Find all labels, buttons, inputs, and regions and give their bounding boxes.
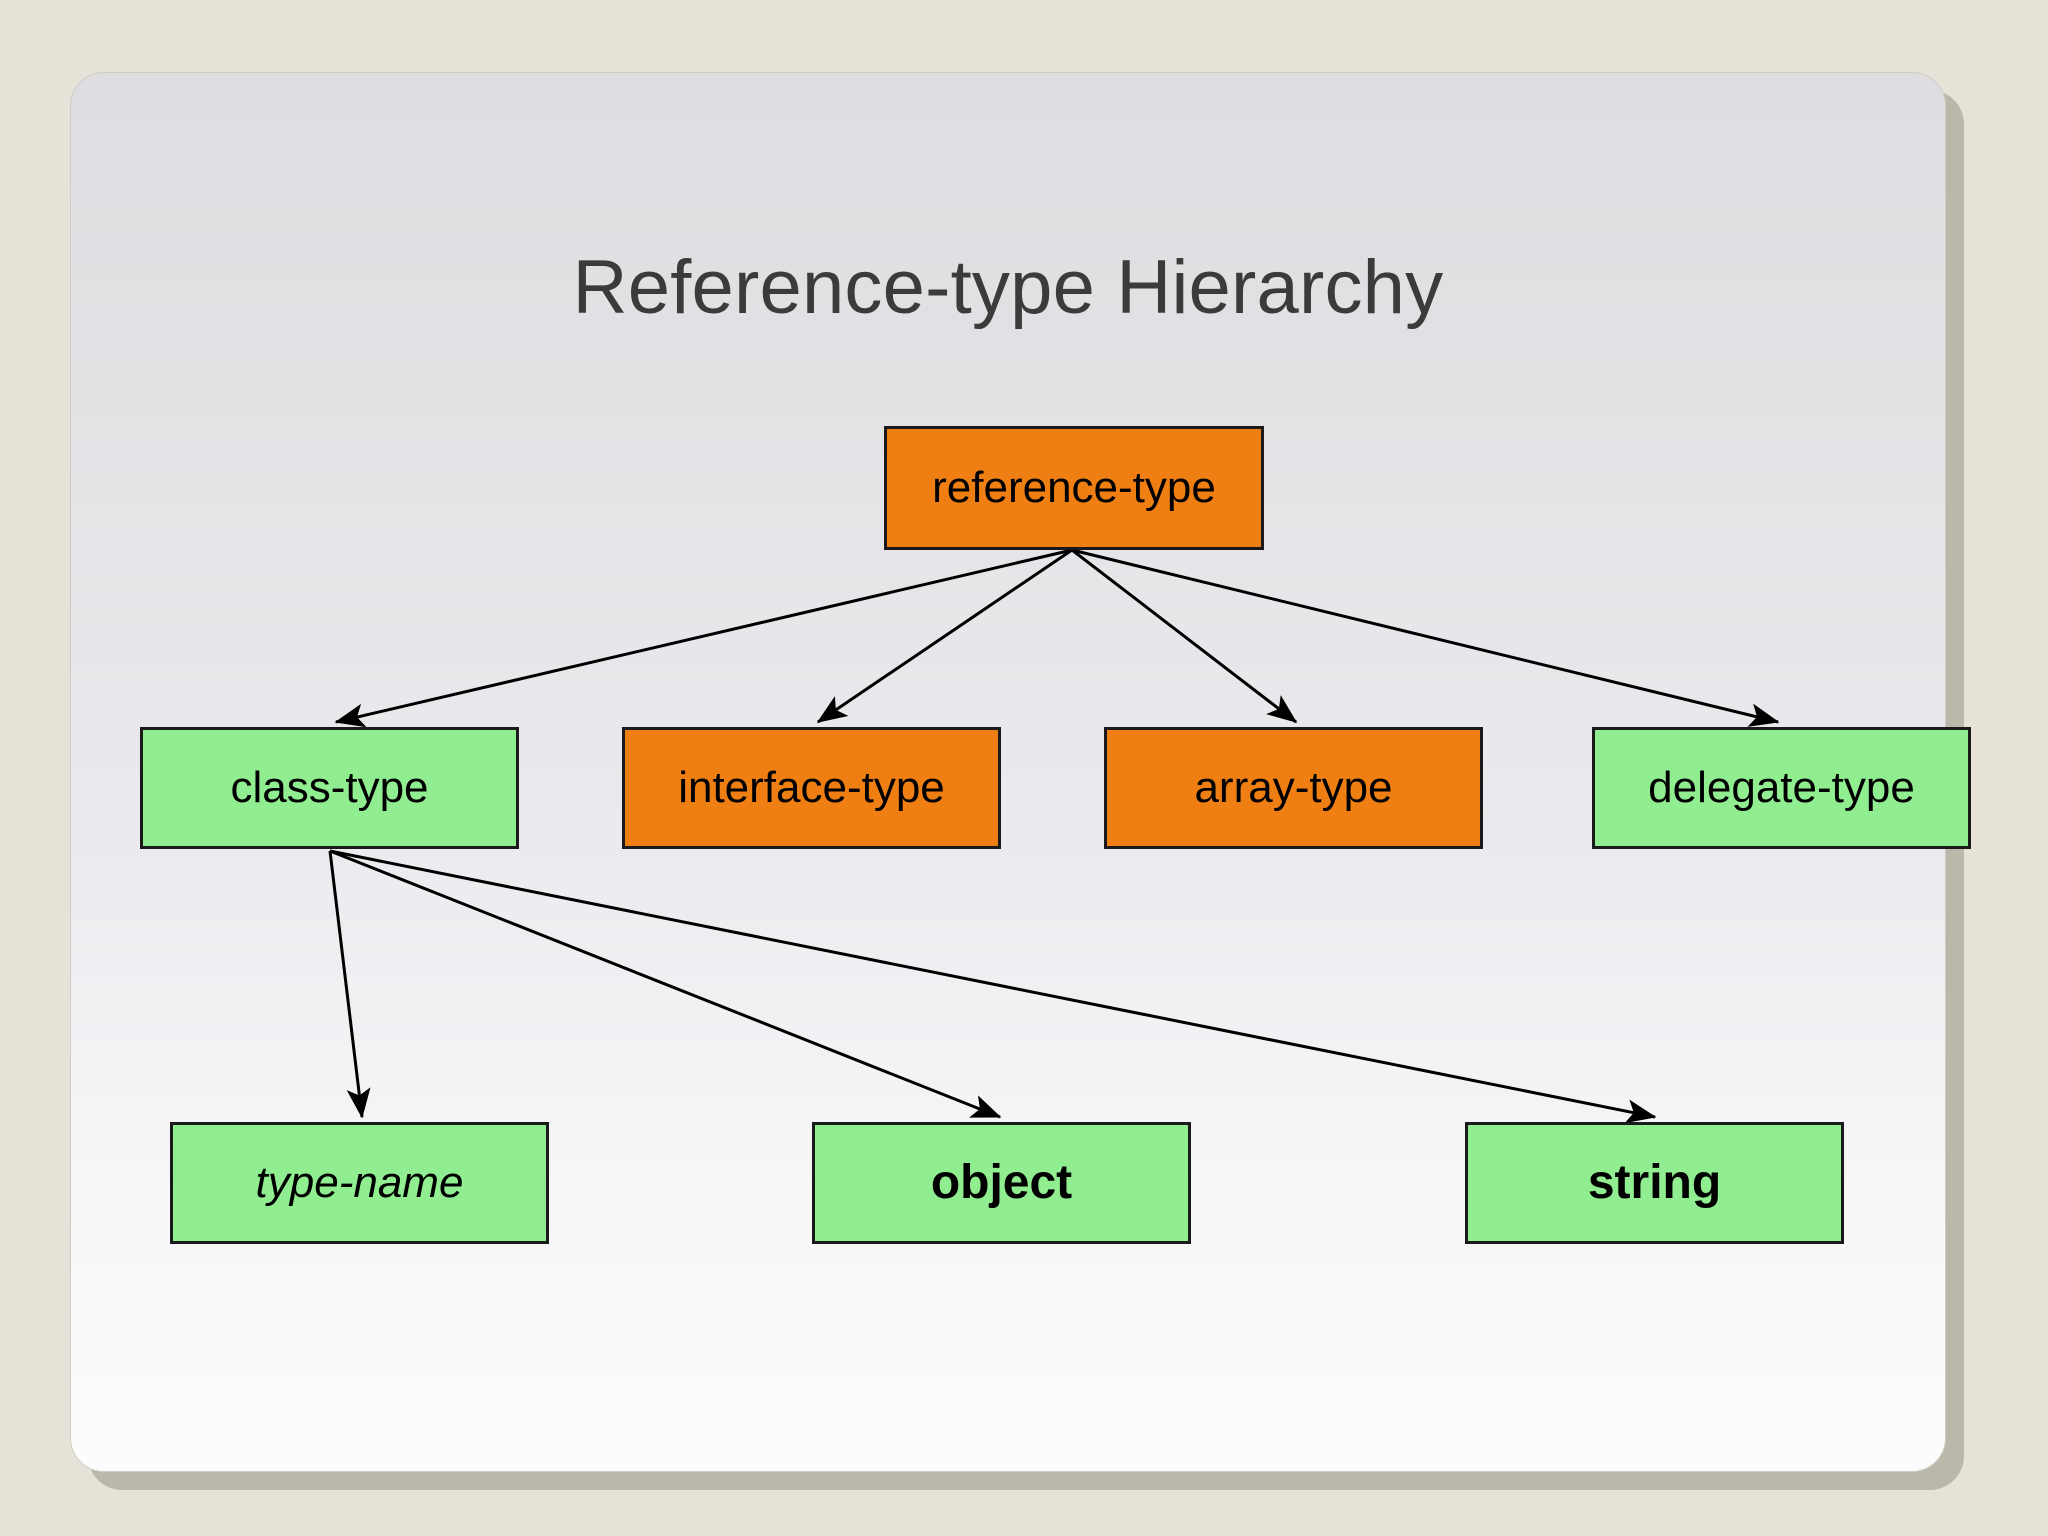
- node-type-name[interactable]: type-name: [170, 1122, 549, 1244]
- node-object-label: object: [930, 1156, 1073, 1209]
- node-array-type[interactable]: array-type: [1104, 727, 1483, 849]
- node-interface-type-label: interface-type: [678, 763, 945, 812]
- node-class-type[interactable]: class-type: [140, 727, 519, 849]
- node-delegate-type[interactable]: delegate-type: [1592, 727, 1971, 849]
- node-delegate-type-label: delegate-type: [1648, 763, 1915, 812]
- node-class-type-label: class-type: [230, 763, 429, 812]
- page-title: Reference-type Hierarchy: [572, 245, 1444, 330]
- node-reference-type-label: reference-type: [932, 463, 1216, 512]
- node-reference-type[interactable]: reference-type: [884, 426, 1264, 550]
- node-string-label: string: [1587, 1156, 1722, 1209]
- node-interface-type[interactable]: interface-type: [622, 727, 1001, 849]
- node-type-name-label: type-name: [255, 1158, 464, 1207]
- node-string[interactable]: string: [1465, 1122, 1844, 1244]
- node-array-type-label: array-type: [1194, 763, 1393, 812]
- node-object[interactable]: object: [812, 1122, 1191, 1244]
